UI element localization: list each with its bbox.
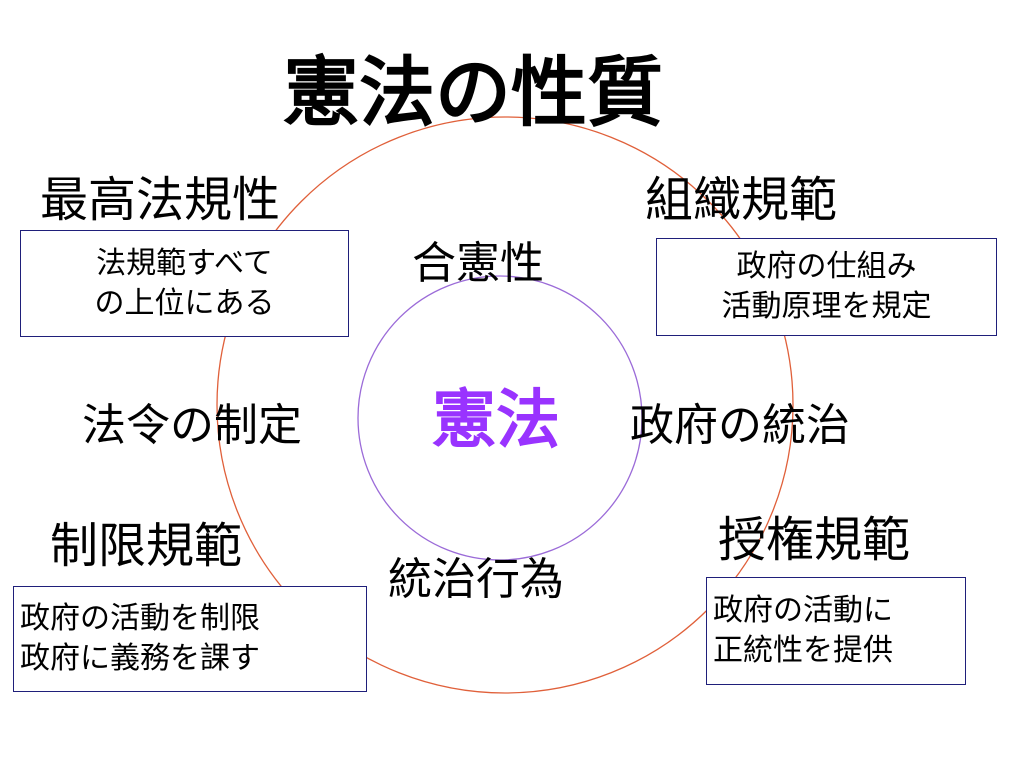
box-bottom-right-line-2: 正統性を提供 [713, 633, 893, 668]
corner-title-top-left: 最高法規性 [40, 172, 281, 228]
box-bottom-right-line-1: 政府の活動に [713, 593, 893, 628]
inner-label-left: 法令の制定 [82, 400, 302, 451]
inner-ring [357, 275, 643, 561]
inner-label-right: 政府の統治 [630, 400, 850, 451]
corner-title-bottom-left: 制限規範 [50, 518, 243, 574]
page-title: 憲法の性質 [283, 48, 663, 137]
corner-title-top-right: 組織規範 [645, 172, 838, 228]
inner-label-top: 合憲性 [412, 238, 544, 289]
box-top-right-line-2: 活動原理を規定 [721, 289, 932, 324]
corner-title-bottom-right: 授権規範 [718, 512, 911, 568]
box-top-left: 法規範すべて の上位にある [20, 230, 349, 337]
box-bottom-left-line-1: 政府の活動を制限 [20, 601, 260, 636]
box-bottom-left-line-2: 政府に義務を課す [20, 641, 260, 676]
box-top-right: 政府の仕組み 活動原理を規定 [656, 238, 997, 336]
box-top-right-line-1: 政府の仕組み [736, 249, 917, 284]
box-top-left-line-1: 法規範すべて [96, 245, 273, 281]
box-bottom-left: 政府の活動を制限 政府に義務を課す [13, 586, 367, 692]
center-label: 憲法 [432, 384, 560, 458]
outer-ring [216, 116, 794, 694]
inner-label-bottom: 統治行為 [388, 554, 564, 605]
box-bottom-right: 政府の活動に 正統性を提供 [706, 577, 966, 685]
box-top-left-line-2: の上位にある [94, 285, 275, 321]
